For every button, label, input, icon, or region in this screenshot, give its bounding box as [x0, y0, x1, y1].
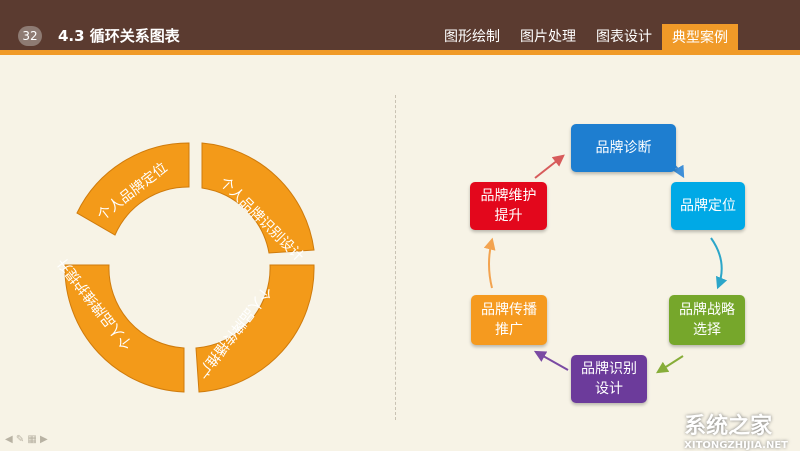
header-accent-line [0, 50, 800, 55]
slide-number-badge: 32 [18, 26, 42, 46]
nav-shape-drawing[interactable]: 图形绘制 [444, 29, 500, 45]
cycle-center [110, 188, 268, 346]
node-brand-communication-promotion[interactable]: 品牌传播推广 [471, 295, 547, 345]
node-brand-strategy-selection[interactable]: 品牌战略选择 [669, 295, 745, 345]
slide-title: 4.3 循环关系图表 [58, 27, 180, 45]
node-brand-maintenance-improvement[interactable]: 品牌维护提升 [470, 182, 547, 230]
node-label-brand-positioning: 品牌定位 [680, 198, 736, 214]
arrow-identity-to-promotion [533, 350, 569, 371]
node-label-brand-communication: 品牌传播推广 [481, 302, 537, 338]
segment-positioning[interactable] [76, 142, 190, 236]
node-label-brand-identity: 品牌识别设计 [581, 361, 637, 397]
arrow-positioning-to-strategy [710, 237, 728, 290]
node-brand-diagnosis[interactable]: 品牌诊断 [571, 124, 676, 172]
center-divider [395, 95, 396, 420]
nav-image-processing[interactable]: 图片处理 [520, 29, 576, 45]
personal-brand-cycle-diagram: 个人品牌定位 个人品牌识别设计 个人品牌传播推广 个人品牌维护提升 [57, 142, 315, 393]
node-label-brand-maintenance: 品牌维护提升 [480, 188, 537, 224]
arrow-strategy-to-identity [655, 355, 684, 374]
slide-controls[interactable]: ◀ ✎ ▦ ▶ [5, 434, 48, 445]
node-brand-identity-design[interactable]: 品牌识别设计 [571, 355, 647, 403]
segment-communication[interactable] [195, 264, 315, 393]
node-label-brand-diagnosis: 品牌诊断 [595, 140, 652, 156]
nav-chart-design[interactable]: 图表设计 [596, 29, 652, 45]
top-navigation: 图形绘制 图片处理 图表设计 典型案例 [434, 24, 738, 53]
arrow-maintenance-to-diagnosis [534, 154, 565, 179]
segment-maintenance[interactable] [64, 264, 185, 393]
node-brand-positioning[interactable]: 品牌定位 [671, 182, 745, 230]
node-label-brand-strategy: 品牌战略选择 [679, 302, 735, 338]
nav-typical-case[interactable]: 典型案例 [662, 24, 738, 53]
segment-identity-design[interactable] [201, 142, 315, 254]
arrow-promotion-to-maintenance [483, 237, 496, 289]
